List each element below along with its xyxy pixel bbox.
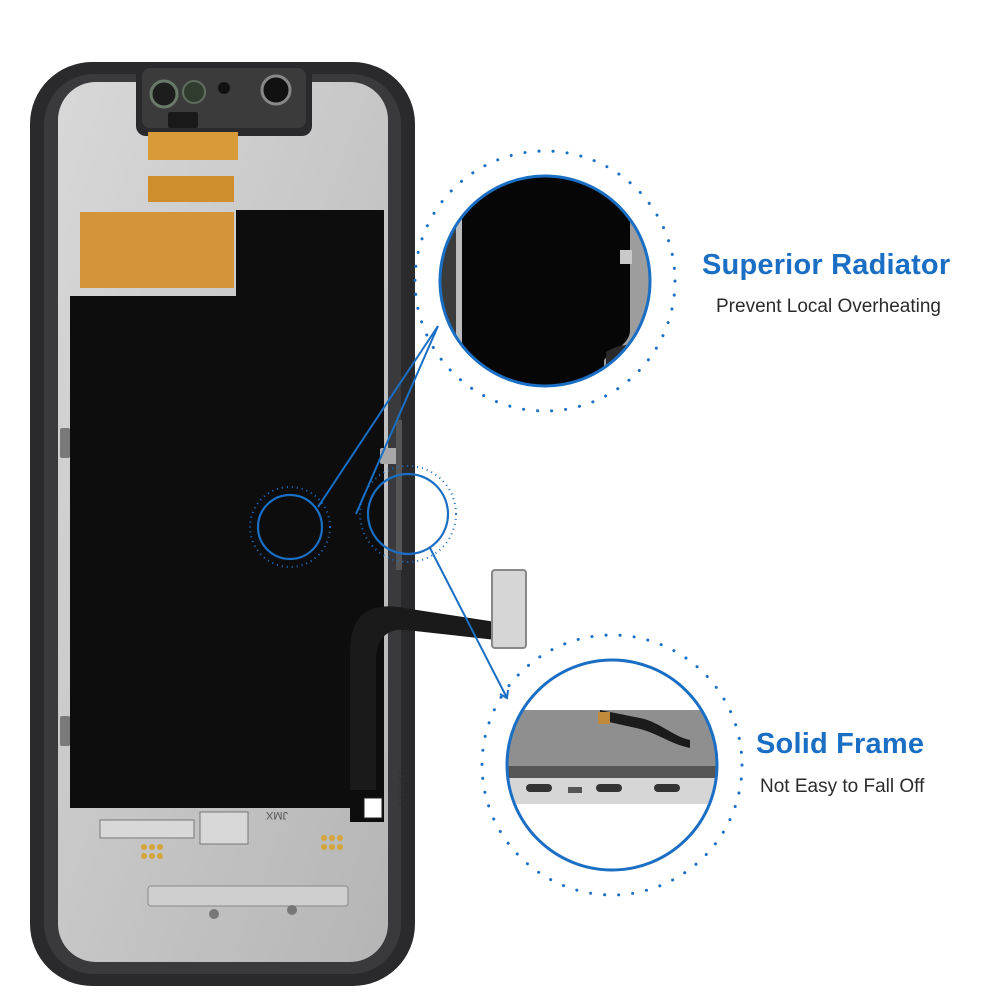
feature-title-frame: Solid Frame bbox=[756, 728, 925, 760]
zoom-detail-frame bbox=[480, 633, 744, 897]
proximity-sensor-icon bbox=[260, 74, 292, 106]
bottom-bracket bbox=[147, 885, 349, 907]
callout-ring-frame bbox=[366, 472, 450, 556]
flex-label-text: L5H2312 bbox=[396, 770, 406, 807]
contact-pads-right bbox=[321, 835, 343, 850]
feature-title-radiator: Superior Radiator bbox=[702, 249, 951, 281]
black-heat-sheet bbox=[70, 210, 384, 822]
copper-tape-2 bbox=[148, 176, 234, 202]
feature-subtitle-frame: Not Easy to Fall Off bbox=[760, 776, 925, 797]
callout-ring-radiator bbox=[256, 493, 324, 561]
flex-cable bbox=[350, 606, 496, 790]
feature-subtitle-radiator: Prevent Local Overheating bbox=[716, 296, 941, 317]
front-camera-icon bbox=[149, 79, 179, 109]
leader-line-radiator-2 bbox=[355, 325, 439, 515]
leader-line-radiator-1 bbox=[317, 325, 439, 508]
camera-notch bbox=[136, 62, 312, 136]
zoom-detail-radiator bbox=[413, 149, 677, 413]
copper-tape-3 bbox=[80, 212, 234, 288]
phone-screen-assembly: JMX L5H2312 bbox=[30, 62, 527, 986]
contact-pads-left bbox=[141, 844, 163, 859]
leader-line-frame bbox=[429, 547, 508, 699]
copper-tape-1 bbox=[148, 132, 238, 160]
panel-marking-text: JMX bbox=[265, 809, 288, 821]
flex-connector bbox=[491, 569, 527, 649]
